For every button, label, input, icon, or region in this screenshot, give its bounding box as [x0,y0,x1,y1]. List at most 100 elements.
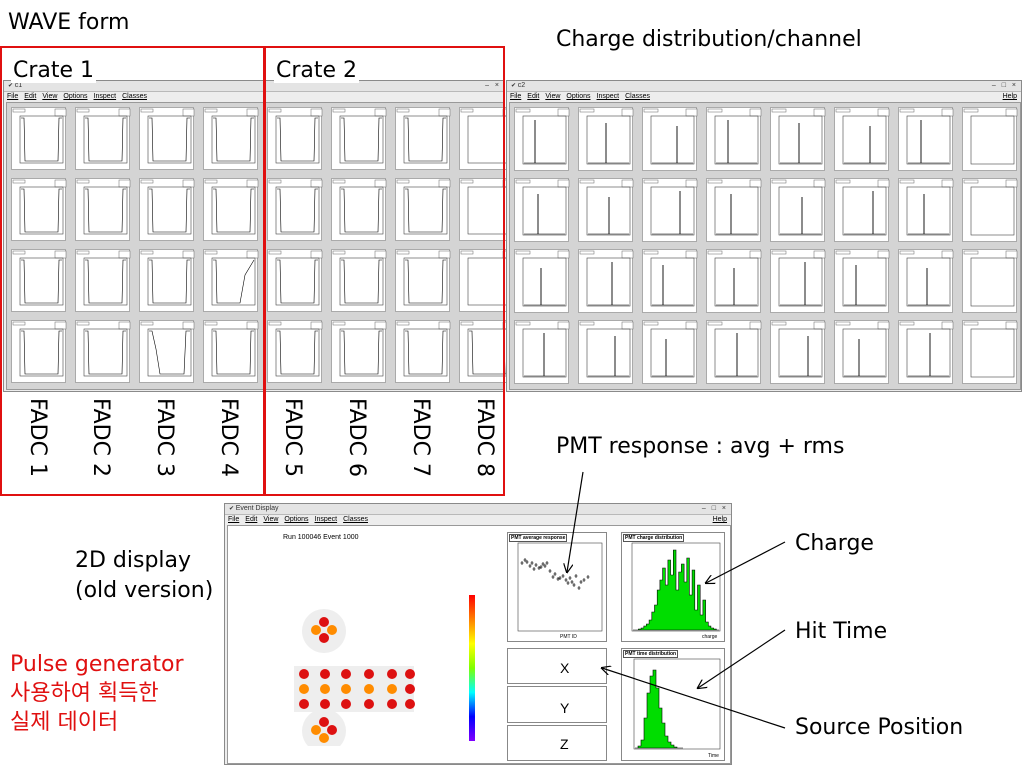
charge-pad[interactable] [898,249,954,313]
pmt-hit-dot [311,725,321,735]
menu-help[interactable]: Help [712,516,727,523]
menu-view[interactable]: View [42,93,58,100]
menu-file[interactable]: File [228,516,240,523]
wave-pad[interactable] [139,320,195,383]
canvas-c2[interactable] [509,102,1021,390]
wave-pad[interactable] [267,178,323,241]
fadc-label-1: FADC 1 [25,398,50,477]
wave-pad[interactable] [331,107,387,170]
display-2d-line1: 2D display [75,548,192,573]
wave-pad[interactable] [395,249,451,312]
wave-pad[interactable] [75,249,131,312]
charge-pad[interactable] [642,107,698,171]
wave-pad[interactable] [395,178,451,241]
wave-pad[interactable] [331,320,387,383]
menu-view[interactable]: View [263,516,279,523]
menu-options[interactable]: Options [566,93,591,100]
charge-pad[interactable] [578,107,634,171]
wave-pad[interactable] [203,249,259,312]
menu-file[interactable]: File [510,93,522,100]
window-controls[interactable]: – × [485,82,501,89]
charge-pad[interactable] [706,249,762,313]
wave-pad[interactable] [11,249,67,312]
window-c2-titlebar[interactable]: ✔ c2 – □ × [507,81,1021,92]
window-c1-titlebar[interactable]: ✔ c1 – × [4,81,504,92]
charge-pad[interactable] [770,107,826,171]
charge-pad[interactable] [834,320,890,384]
wave-pad[interactable] [395,320,451,383]
window-controls[interactable]: – □ × [701,505,728,512]
charge-pad[interactable] [770,178,826,242]
menu-file[interactable]: File [7,93,19,100]
wave-pad[interactable] [267,320,323,383]
menu-view[interactable]: View [545,93,561,100]
wave-pad[interactable] [139,178,195,241]
charge-pad[interactable] [962,107,1018,171]
charge-pad[interactable] [514,320,570,384]
charge-pad[interactable] [834,178,890,242]
menu-edit[interactable]: Edit [24,93,37,100]
charge-pad[interactable] [642,178,698,242]
display-2d-line2: (old version) [75,578,214,603]
charge-pad[interactable] [642,320,698,384]
wave-pad[interactable] [203,320,259,383]
wave-pad[interactable] [11,178,67,241]
menu-classes[interactable]: Classes [343,516,368,523]
wave-pad[interactable] [75,107,131,170]
color-scale-bar [469,595,475,741]
wave-pad[interactable] [139,107,195,170]
charge-pad[interactable] [578,320,634,384]
menu-help[interactable]: Help [1002,93,1017,100]
charge-pad[interactable] [514,178,570,242]
charge-pad[interactable] [962,178,1018,242]
pmt-hit-dot [299,699,309,709]
menu-inspect[interactable]: Inspect [596,93,620,100]
menu-edit[interactable]: Edit [245,516,258,523]
fadc-label-5: FADC 5 [280,398,305,477]
event-display-canvas[interactable]: Run 100046 Event 1000 PMT average respon… [227,525,731,764]
charge-pad[interactable] [898,107,954,171]
pmt-response-label: PMT response : avg + rms [556,434,845,459]
wave-pad[interactable] [267,249,323,312]
charge-pad[interactable] [578,249,634,313]
wave-pad[interactable] [395,107,451,170]
menu-options[interactable]: Options [284,516,309,523]
event-display-titlebar[interactable]: ✔ Event Display – □ × [225,504,731,515]
source-z-label: Z [560,736,569,752]
charge-pad[interactable] [770,320,826,384]
charge-pad[interactable] [578,178,634,242]
canvas-c1[interactable] [6,102,515,390]
menu-classes[interactable]: Classes [122,93,147,100]
window-controls[interactable]: – □ × [991,82,1018,89]
menu-edit[interactable]: Edit [527,93,540,100]
charge-pad[interactable] [834,249,890,313]
time-xlabel: Time [708,753,719,759]
charge-pad[interactable] [834,107,890,171]
wave-pad[interactable] [75,320,131,383]
wave-pad[interactable] [11,320,67,383]
charge-pad[interactable] [642,249,698,313]
charge-pad[interactable] [962,320,1018,384]
charge-pad[interactable] [898,178,954,242]
wave-pad[interactable] [203,178,259,241]
charge-pad[interactable] [706,178,762,242]
menu-inspect[interactable]: Inspect [314,516,338,523]
wave-pad[interactable] [267,107,323,170]
menu-options[interactable]: Options [63,93,88,100]
menu-inspect[interactable]: Inspect [93,93,117,100]
wave-pad[interactable] [331,249,387,312]
charge-pad[interactable] [962,249,1018,313]
wave-pad[interactable] [75,178,131,241]
charge-pad[interactable] [514,107,570,171]
wave-pad[interactable] [203,107,259,170]
wave-pad[interactable] [139,249,195,312]
wave-pad[interactable] [331,178,387,241]
wave-pad[interactable] [11,107,67,170]
charge-pad[interactable] [898,320,954,384]
charge-pad[interactable] [706,107,762,171]
charge-pad[interactable] [770,249,826,313]
charge-pad[interactable] [514,249,570,313]
source-y-plot: Y [507,686,607,723]
menu-classes[interactable]: Classes [625,93,650,100]
charge-pad[interactable] [706,320,762,384]
